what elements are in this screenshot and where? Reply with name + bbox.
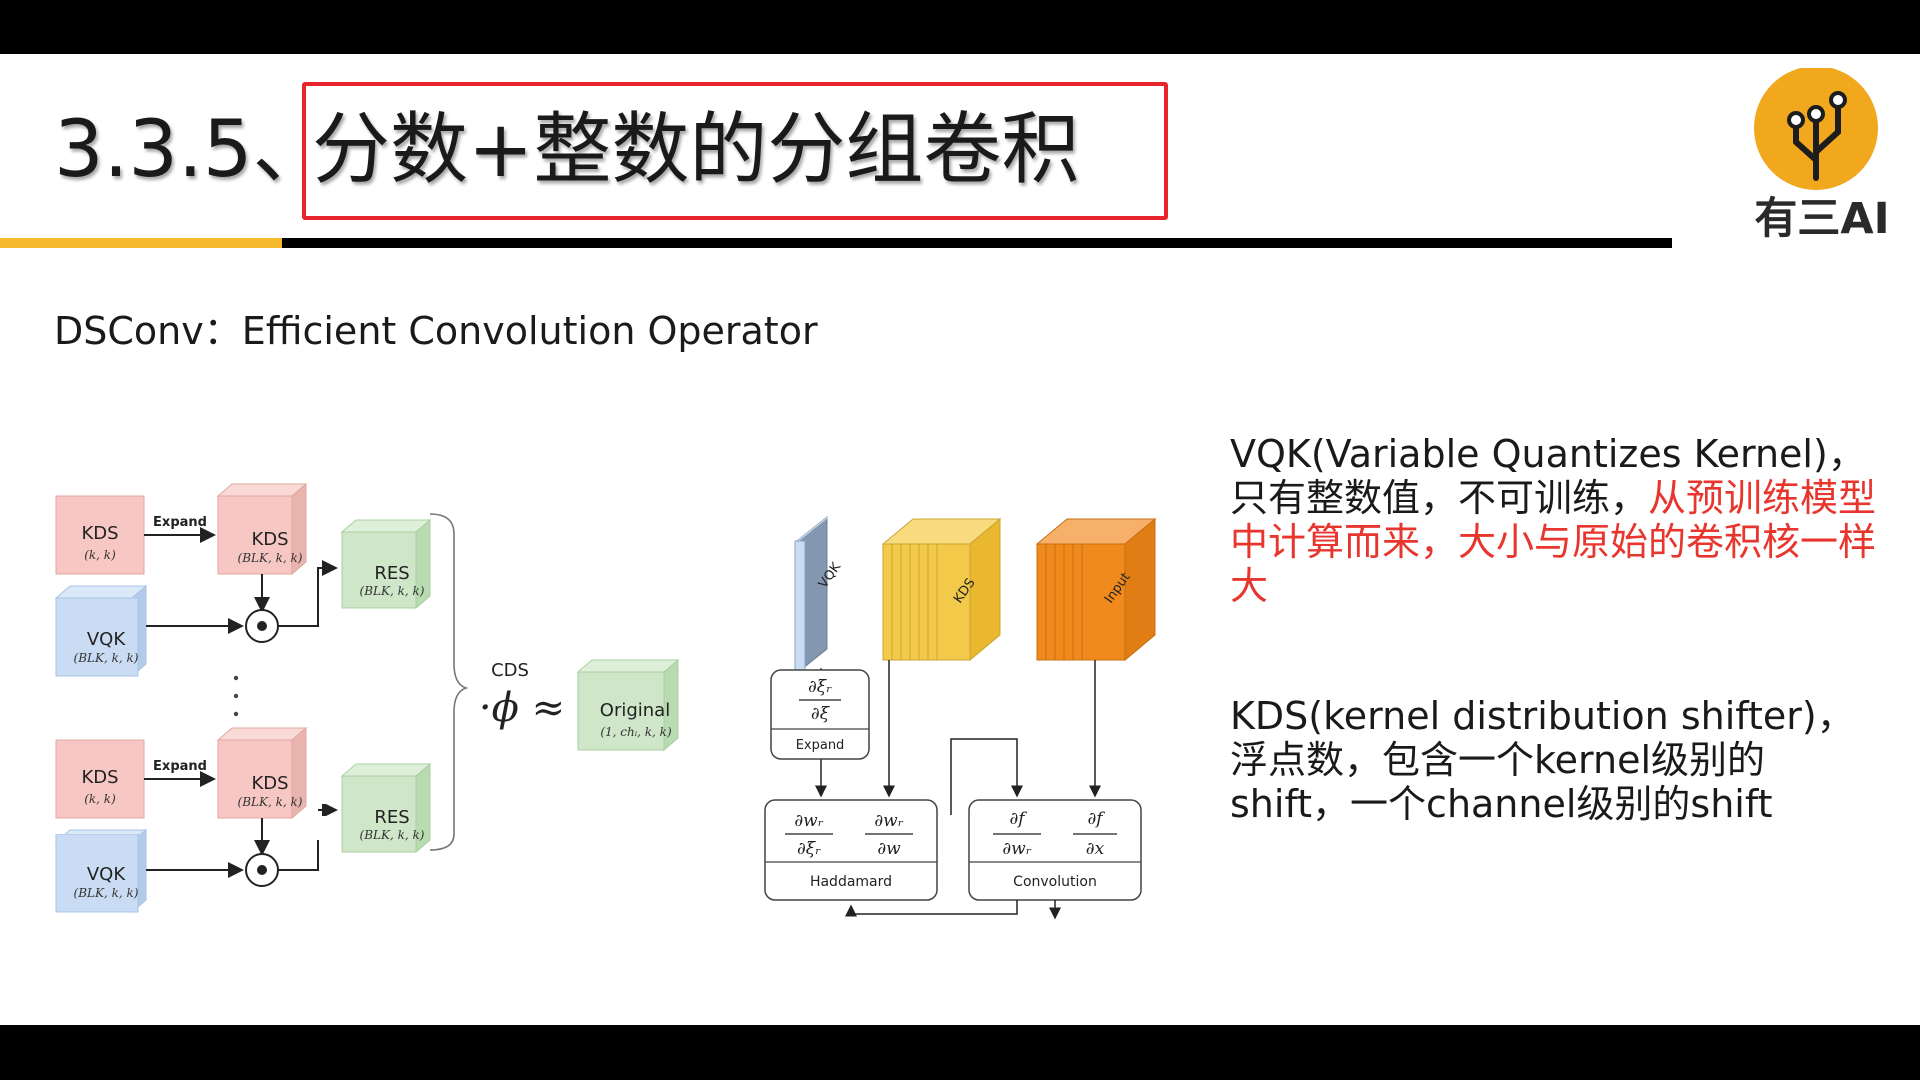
svg-text:∂ξ: ∂ξ	[811, 704, 831, 724]
svg-text:KDS: KDS	[81, 523, 118, 544]
vqk-cube-bottom-face: VQK (BLK, k, k)	[55, 834, 147, 914]
subtitle: DSConv：Efficient Convolution Operator	[54, 309, 818, 353]
page-title: 分数+整数的分组卷积	[312, 105, 1080, 195]
vqk-description: VQK(Variable Quantizes Kernel)，只有整数值，不可训…	[1230, 432, 1880, 608]
logo-text: 有三AI	[1754, 194, 1890, 244]
svg-text:(k, k): (k, k)	[84, 548, 116, 562]
svg-text:(BLK, k, k): (BLK, k, k)	[238, 795, 303, 809]
res-arrow-bottom	[318, 804, 338, 816]
logo-icon	[1754, 68, 1878, 190]
kds-cube-bottom: KDS (BLK, k, k)	[216, 726, 308, 820]
svg-text:RES: RES	[374, 807, 409, 828]
svg-text:(BLK, k, k): (BLK, k, k)	[74, 651, 139, 665]
expand-label: Expand	[153, 515, 207, 530]
dsconv-backprop-diagram: VQK KDS	[770, 515, 1157, 815]
svg-text:Original: Original	[600, 700, 670, 721]
res-cube-bottom: RES (BLK, k, k)	[340, 762, 432, 854]
svg-text:(BLK, k, k): (BLK, k, k)	[360, 584, 425, 598]
section-number: 3.3.5、	[54, 105, 331, 195]
slide: 3.3.5、 分数+整数的分组卷积 有三AI DSConv：Efficient …	[0, 54, 1920, 1025]
res-cube-top: RES (BLK, k, k)	[340, 518, 432, 610]
vqk-description-text: VQK(Variable Quantizes Kernel)，只有整数值，不可训…	[1230, 432, 1866, 520]
grouping-brace	[429, 513, 469, 851]
svg-text:∂x: ∂x	[1086, 839, 1105, 859]
svg-text:RES: RES	[374, 563, 409, 584]
svg-text:(1, chᵢ, k, k): (1, chᵢ, k, k)	[600, 725, 672, 739]
svg-text:∂w: ∂w	[877, 839, 901, 859]
svg-text:Haddamard: Haddamard	[810, 874, 892, 890]
svg-text:∂f: ∂f	[1009, 809, 1027, 829]
title-highlight-box	[302, 82, 1168, 220]
expand-label-bottom: Expand	[153, 759, 207, 774]
svg-text:∂wᵣ: ∂wᵣ	[794, 811, 823, 831]
kds-cube-top: KDS (BLK, k, k)	[216, 482, 308, 576]
kds-description: KDS(kernel distribution shifter)，浮点数，包含一…	[1230, 694, 1855, 826]
svg-text:Convolution: Convolution	[1013, 874, 1097, 890]
input-stack: Input	[1035, 517, 1157, 662]
svg-text:(BLK, k, k): (BLK, k, k)	[360, 828, 425, 842]
ellipsis-dots	[233, 675, 239, 717]
svg-text:KDS: KDS	[81, 767, 118, 788]
svg-text:∂f: ∂f	[1087, 809, 1105, 829]
svg-text:∂wᵣ: ∂wᵣ	[874, 811, 903, 831]
convolution-box: ∂f ∂wᵣ ∂f ∂x Convolution	[968, 799, 1142, 901]
svg-text:KDS: KDS	[251, 773, 288, 794]
vqk-slab: VQK	[794, 515, 844, 675]
svg-text:Expand: Expand	[796, 738, 845, 753]
kds-block-bottom: KDS (k, k)	[55, 739, 145, 819]
svg-text:∂ξᵣ: ∂ξᵣ	[808, 677, 832, 697]
svg-text:(BLK, k, k): (BLK, k, k)	[74, 886, 139, 900]
kds-block-top: KDS (k, k)	[55, 495, 145, 575]
dsconv-decomposition-diagram: KDS (k, k) Expand KDS (BLK, k, k) VQK (B…	[54, 482, 680, 854]
title-rule-accent	[0, 238, 282, 248]
gradient-boxes: ∂wᵣ ∂ξᵣ ∂wᵣ ∂w Haddamard ∂f ∂wᵣ ∂f ∂x Co…	[764, 799, 1142, 920]
hadamard-operator-top	[245, 609, 279, 643]
svg-text:(BLK, k, k): (BLK, k, k)	[238, 551, 303, 565]
original-cube: Original (1, chᵢ, k, k)	[576, 658, 680, 752]
cds-label: CDS	[491, 660, 529, 681]
svg-text:(k, k): (k, k)	[84, 792, 116, 806]
haddamard-box: ∂wᵣ ∂ξᵣ ∂wᵣ ∂w Haddamard	[764, 799, 938, 901]
svg-text:KDS: KDS	[251, 529, 288, 550]
svg-text:VQK: VQK	[87, 864, 126, 885]
hadamard-flow-bottom	[146, 840, 319, 887]
svg-text:∂wᵣ: ∂wᵣ	[1002, 839, 1031, 859]
vqk-description-highlight: 从预训练模型中计算而来，大小与原始的卷积核一样大	[1230, 476, 1877, 608]
expand-box: ∂ξᵣ ∂ξ Expand	[770, 669, 870, 760]
phi-approx: ·ϕ ≈	[479, 685, 565, 731]
title-rule	[282, 238, 1672, 248]
svg-text:VQK: VQK	[87, 629, 126, 650]
vqk-cube-top: VQK (BLK, k, k)	[54, 584, 148, 678]
kds-stack: KDS	[881, 517, 1002, 662]
svg-text:∂ξᵣ: ∂ξᵣ	[797, 839, 821, 859]
